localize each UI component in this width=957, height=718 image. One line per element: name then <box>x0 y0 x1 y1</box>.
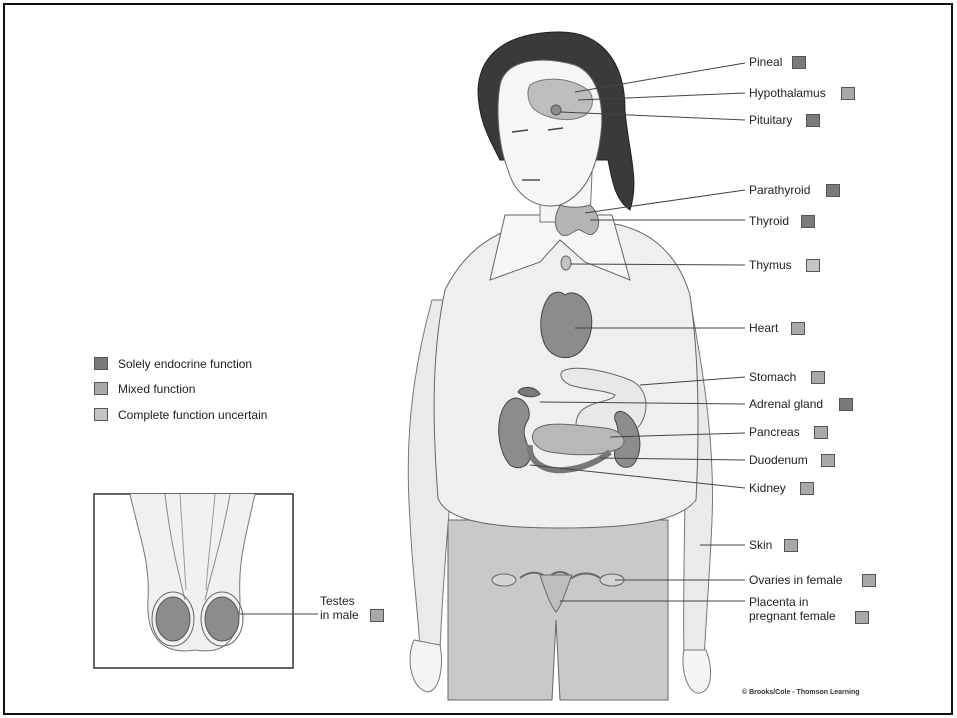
label-hypothalamus: Hypothalamus <box>749 86 826 100</box>
label-skin: Skin <box>749 538 772 552</box>
swatch-adrenal-gland <box>839 398 853 411</box>
swatch-duodenum <box>821 454 835 467</box>
label-parathyroid: Parathyroid <box>749 183 810 197</box>
legend-label-uncertain: Complete function uncertain <box>118 408 267 422</box>
swatch-skin <box>784 539 798 552</box>
left-testis <box>156 597 190 641</box>
swatch-parathyroid <box>826 184 840 197</box>
label-placenta: Placenta in pregnant female <box>749 595 836 623</box>
swatch-hypothalamus <box>841 87 855 100</box>
label-ovaries: Ovaries in female <box>749 573 842 587</box>
swatch-heart <box>791 322 805 335</box>
legend-swatch-mixed <box>94 382 108 395</box>
legend-swatch-solely <box>94 357 108 370</box>
label-pituitary: Pituitary <box>749 113 792 127</box>
label-pineal: Pineal <box>749 55 782 69</box>
swatch-pineal <box>792 56 806 69</box>
swatch-pancreas <box>814 426 828 439</box>
label-kidney: Kidney <box>749 481 786 495</box>
swatch-thyroid <box>801 215 815 228</box>
swatch-placenta <box>855 611 869 624</box>
label-pancreas: Pancreas <box>749 425 800 439</box>
swatch-stomach <box>811 371 825 384</box>
label-thymus: Thymus <box>749 258 792 272</box>
copyright-credit: © Brooks/Cole - Thomson Learning <box>742 689 860 696</box>
right-testis <box>205 597 239 641</box>
swatch-ovaries <box>862 574 876 587</box>
pancreas <box>533 424 624 455</box>
label-stomach: Stomach <box>749 370 796 384</box>
left-hand <box>410 640 441 692</box>
pituitary-gland <box>551 105 561 115</box>
legend-label-solely: Solely endocrine function <box>118 357 252 371</box>
swatch-pituitary <box>806 114 820 127</box>
swatch-testes <box>370 609 384 622</box>
swatch-thymus <box>806 259 820 272</box>
thymus-gland <box>561 256 571 270</box>
label-testes: Testes in male <box>320 594 359 622</box>
label-thyroid: Thyroid <box>749 214 789 228</box>
label-heart: Heart <box>749 321 778 335</box>
leader-parathyroid <box>585 190 745 213</box>
legend-swatch-uncertain <box>94 408 108 421</box>
label-adrenal-gland: Adrenal gland <box>749 397 823 411</box>
swatch-kidney <box>800 482 814 495</box>
left-ovary <box>492 574 516 586</box>
legend-label-mixed: Mixed function <box>118 382 195 396</box>
human-figure <box>408 32 712 700</box>
label-duodenum: Duodenum <box>749 453 808 467</box>
heart <box>541 292 592 357</box>
right-hand <box>683 650 711 693</box>
